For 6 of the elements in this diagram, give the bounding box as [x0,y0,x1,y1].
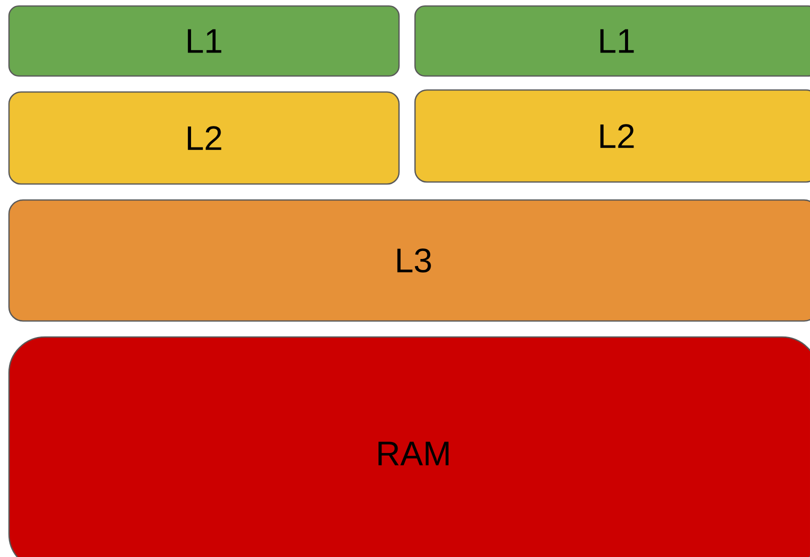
memory-box: L1 [8,5,400,77]
memory-box: L3 [8,199,810,322]
memory-box: L2 [414,89,810,183]
memory-box: L2 [8,91,400,185]
memory-box: RAM [8,336,810,557]
memory-box: L1 [414,5,810,77]
